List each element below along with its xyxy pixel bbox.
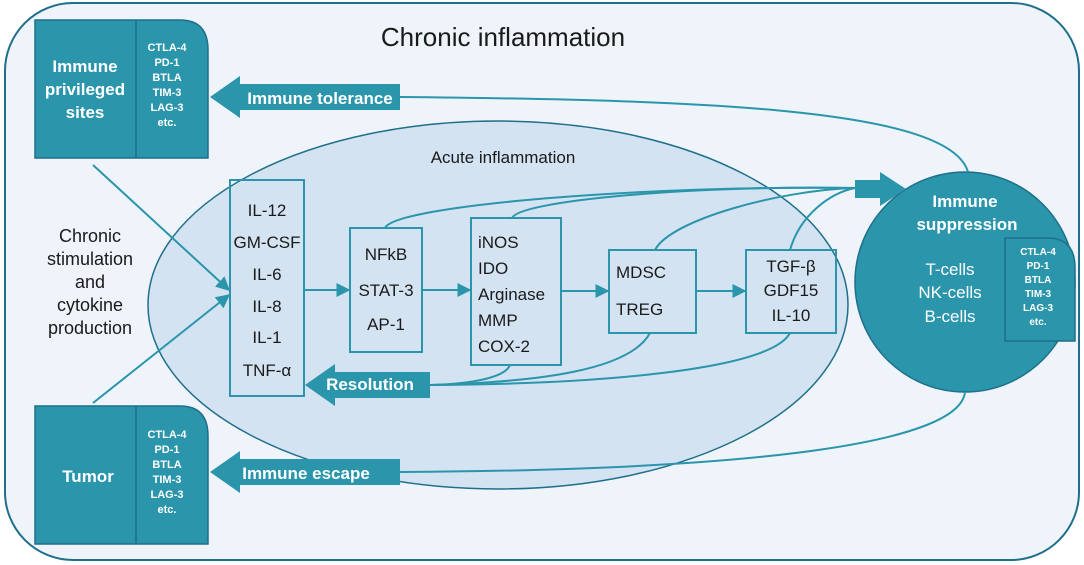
tumor-marker: BTLA: [152, 459, 181, 471]
tumor-name: Tumor: [62, 467, 114, 486]
transcription-item: STAT-3: [358, 281, 413, 300]
tolerance-curve: [399, 96, 969, 173]
cytokines-box: IL-12 GM-CSF IL-6 IL-8 IL-1 TNF-α: [229, 179, 305, 397]
tumor-marker: etc.: [158, 504, 177, 516]
cytokine-item: IL-8: [252, 297, 281, 316]
escape-curve: [399, 391, 966, 473]
tumor-marker: CTLA-4: [147, 429, 187, 441]
suppression-arrow-head: [855, 172, 906, 206]
privileged-to-cytokines-arrow: [92, 164, 231, 291]
tumor-to-cytokines-arrow: [92, 294, 231, 404]
suppression-title: suppression: [916, 215, 1017, 234]
suppression-marker: BTLA: [1025, 275, 1052, 286]
factor-item: TGF-β: [766, 257, 816, 276]
suppression-marker: TIM-3: [1025, 289, 1052, 300]
factor-item: IL-10: [772, 306, 811, 325]
privileged-name: sites: [66, 103, 105, 122]
suppression-marker: CTLA-4: [1020, 247, 1056, 258]
enzyme-item: Arginase: [478, 285, 545, 304]
cell-item: MDSC: [616, 263, 666, 282]
privileged-marker: BTLA: [152, 72, 181, 84]
tumor-block: Tumor CTLA-4 PD-1 BTLA TIM-3 LAG-3 etc.: [34, 405, 209, 545]
suppression-title: Immune: [932, 192, 997, 211]
factors-box: TGF-β GDF15 IL-10: [745, 249, 837, 334]
privileged-name: Immune: [52, 57, 117, 76]
suppression-cell: B-cells: [924, 307, 975, 326]
stim-line: stimulation: [47, 249, 133, 269]
cytokine-item: TNF-α: [243, 361, 292, 380]
suppression-cell: T-cells: [925, 260, 974, 279]
privileged-marker: etc.: [158, 117, 177, 129]
privileged-marker: CTLA-4: [147, 42, 187, 54]
suppression-connectors: [384, 186, 856, 251]
transcription-item: NFkB: [365, 245, 408, 264]
resolution-label: Resolution: [326, 375, 414, 394]
suppression-marker: etc.: [1029, 317, 1046, 328]
stim-line: Chronic: [59, 226, 121, 246]
privileged-marker: LAG-3: [151, 102, 184, 114]
stim-line: production: [48, 318, 132, 338]
cell-item: TREG: [616, 300, 663, 319]
tumor-marker: TIM-3: [153, 474, 182, 486]
transcription-box: NFkB STAT-3 AP-1: [349, 227, 423, 353]
immune-suppression-circle: Immune suppression T-cells NK-cells B-ce…: [854, 171, 1076, 393]
enzyme-item: MMP: [478, 311, 518, 330]
resolution-arrow: Resolution: [305, 364, 430, 406]
suppression-marker: PD-1: [1027, 261, 1050, 272]
escape-label: Immune escape: [242, 464, 370, 483]
cytokine-item: IL-6: [252, 265, 281, 284]
transcription-item: AP-1: [367, 315, 405, 334]
immune-tolerance-arrow: Immune tolerance: [210, 76, 400, 118]
privileged-marker: PD-1: [154, 57, 179, 69]
acute-label: Acute inflammation: [431, 148, 576, 167]
cytokine-item: IL-12: [248, 201, 287, 220]
immune-escape-arrow: Immune escape: [210, 451, 400, 493]
cytokine-item: IL-1: [252, 328, 281, 347]
privileged-name: privileged: [45, 80, 125, 99]
tolerance-label: Immune tolerance: [247, 89, 393, 108]
privileged-marker: TIM-3: [153, 87, 182, 99]
stim-line: and: [75, 272, 105, 292]
tumor-marker: PD-1: [154, 444, 179, 456]
factor-item: GDF15: [764, 281, 819, 300]
immune-privileged-block: Immune privileged sites CTLA-4 PD-1 BTLA…: [34, 19, 209, 159]
resolution-connectors: [429, 332, 791, 386]
enzyme-item: IDO: [478, 259, 508, 278]
chronic-title: Chronic inflammation: [381, 22, 625, 52]
chronic-stimulation-label: Chronic stimulation and cytokine product…: [47, 226, 133, 338]
stim-line: cytokine: [57, 295, 123, 315]
suppression-marker: LAG-3: [1023, 303, 1053, 314]
suppression-cell: NK-cells: [918, 283, 981, 302]
tumor-marker: LAG-3: [151, 489, 184, 501]
enzyme-item: iNOS: [478, 233, 519, 252]
pathway-arrows: [304, 283, 747, 298]
enzyme-item: COX-2: [478, 337, 530, 356]
cytokine-item: GM-CSF: [233, 233, 300, 252]
